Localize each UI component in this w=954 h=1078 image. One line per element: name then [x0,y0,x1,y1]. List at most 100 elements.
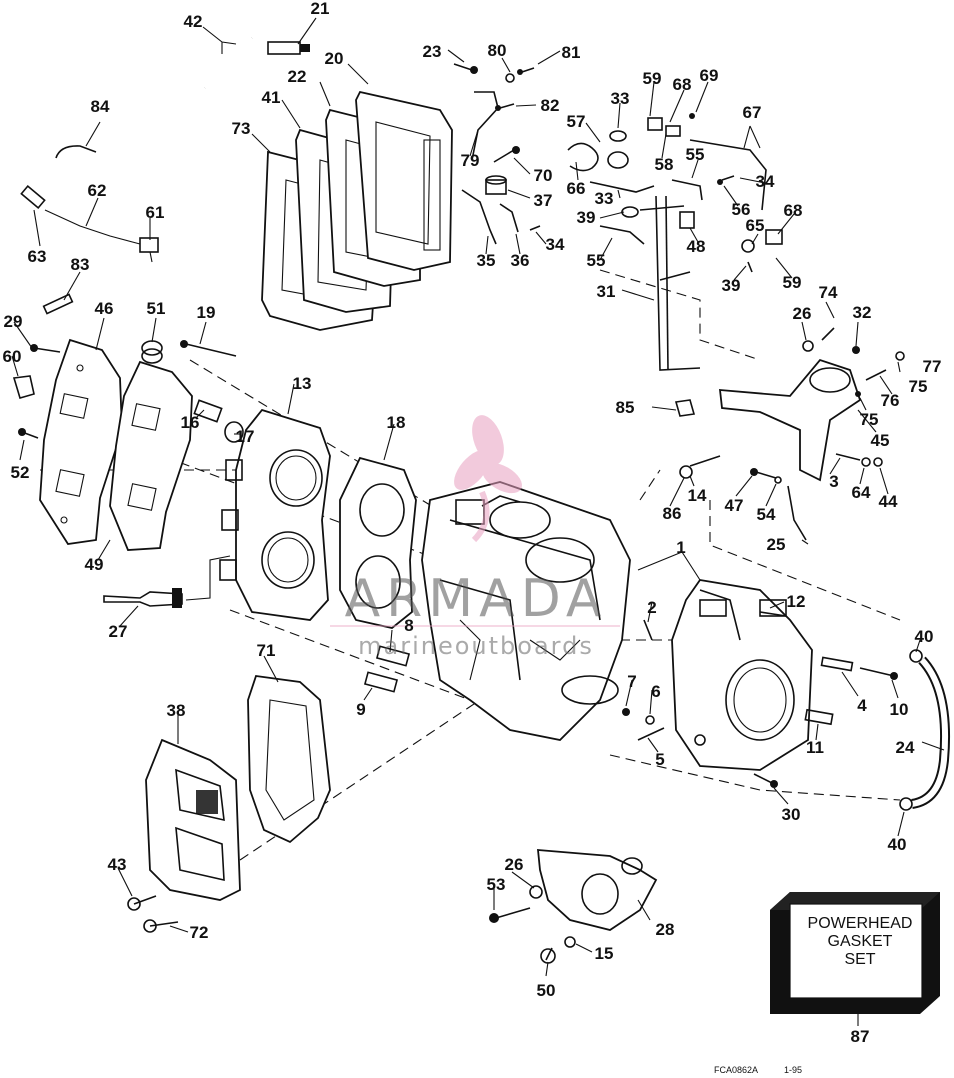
part-label: 62 [88,181,107,200]
part-label: 47 [725,496,744,515]
part-label: 72 [190,923,209,942]
part-label: 59 [643,69,662,88]
part-label: 55 [587,251,606,270]
box-line-2: GASKET [828,933,893,950]
part-label: 42 [184,12,203,31]
part-label: 83 [71,255,90,274]
gasket-set-box: POWERHEAD GASKET SET [770,892,940,1014]
box-line-3: SET [844,951,875,968]
part-label: 59 [783,273,802,292]
part-label: 75 [860,410,879,429]
part-label: 74 [819,283,838,302]
part-label: 45 [871,431,890,450]
watermark-name: ARMADA [345,569,608,629]
part-label: 22 [288,67,307,86]
part-label: 46 [95,299,114,318]
part-label: 29 [4,312,23,331]
parts-artwork [12,35,951,964]
part-label: 68 [673,75,692,94]
part-label: 24 [896,738,915,757]
part-label: 69 [700,66,719,85]
part-label: 55 [686,145,705,164]
part-label: 14 [688,486,707,505]
part-label: 87 [851,1027,870,1046]
part-label: 49 [85,555,104,574]
part-label: 13 [293,374,312,393]
part-label: 38 [167,701,186,720]
part-label: 79 [461,151,480,170]
part-label: 61 [146,203,165,222]
part-label: 50 [537,981,556,1000]
part-label: 23 [423,42,442,61]
part-labels: 1 3 4 5 6 7 8 9 10 11 12 13 14 15 16 17 … [3,0,942,1046]
part-label: 28 [656,920,675,939]
watermark-logo-icon [454,415,522,543]
part-label: 25 [767,535,786,554]
part-label: 77 [923,357,942,376]
part-label: 6 [651,682,660,701]
part-label: 26 [505,855,524,874]
box-line-1: POWERHEAD [808,915,913,932]
part-label: 34 [756,172,775,191]
part-label: 18 [387,413,406,432]
part-label: 67 [743,103,762,122]
part-label: 54 [757,505,776,524]
part-label: 73 [232,119,251,138]
part-label: 58 [655,155,674,174]
part-label: 63 [28,247,47,266]
part-label: 16 [181,413,200,432]
footer: FCA0862A 1-95 [714,1065,802,1075]
leader-lines [11,17,945,1026]
part-label: 53 [487,875,506,894]
part-label: 66 [567,179,586,198]
part-label: 36 [511,251,530,270]
part-label: 15 [595,944,614,963]
part-label: 48 [687,237,706,256]
part-label: 5 [655,750,664,769]
part-label: 19 [197,303,216,322]
part-label: 60 [3,347,22,366]
part-label: 11 [806,738,824,757]
part-label: 8 [404,616,413,635]
part-label: 26 [793,304,812,323]
part-label: 4 [857,696,867,715]
part-label: 39 [577,208,596,227]
part-label: 9 [356,700,365,719]
part-label: 52 [11,463,30,482]
part-label: 86 [663,504,682,523]
part-label: 57 [567,112,586,131]
part-label: 40 [915,627,934,646]
part-label: 82 [541,96,560,115]
part-label: 44 [879,492,898,511]
part-label: 7 [627,672,636,691]
part-label: 70 [534,166,553,185]
part-label: 65 [746,216,765,235]
part-label: 64 [852,483,871,502]
part-label: 35 [477,251,496,270]
part-label: 68 [784,201,803,220]
part-label: 81 [562,43,581,62]
part-label: 31 [597,282,616,301]
part-label: 84 [91,97,110,116]
part-label: 34 [546,235,565,254]
figure-date: 1-95 [784,1065,802,1075]
part-label: 12 [787,592,806,611]
part-label: 1 [676,538,685,557]
part-label: 85 [616,398,635,417]
part-label: 39 [722,276,741,295]
part-label: 75 [909,377,928,396]
watermark: ARMADA marineoutboards [330,415,620,660]
part-label: 51 [147,299,166,318]
part-label: 56 [732,200,751,219]
part-label: 17 [236,427,255,446]
part-label: 27 [109,622,128,641]
part-label: 20 [325,49,344,68]
part-label: 41 [262,88,281,107]
part-label: 33 [611,89,630,108]
part-label: 30 [782,805,801,824]
part-label: 32 [853,303,872,322]
part-label: 3 [829,472,838,491]
part-label: 80 [488,41,507,60]
part-label: 71 [257,641,276,660]
part-label: 21 [311,0,330,18]
